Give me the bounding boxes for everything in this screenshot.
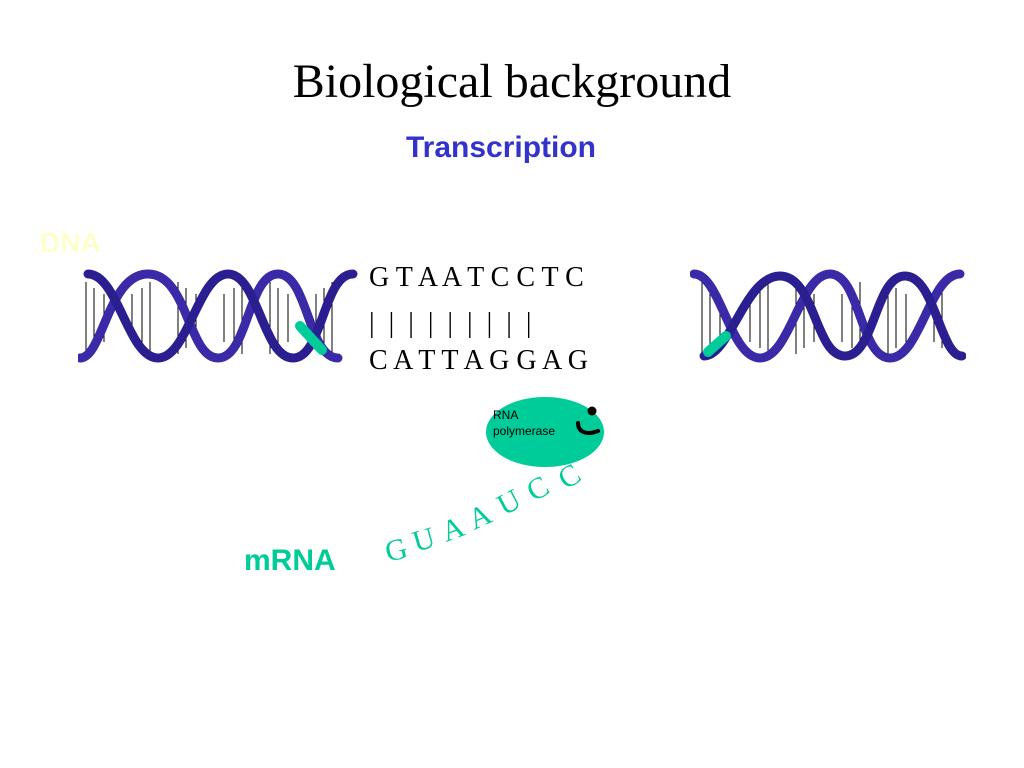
dna-top-strand: G T A A T C C T C (369, 262, 584, 293)
dna-helix-right-icon (690, 269, 966, 363)
mrna-base: A (437, 510, 469, 549)
helix-strand-b (699, 271, 966, 361)
enzyme-face-icon (576, 406, 600, 435)
slide-subtitle: Transcription (405, 131, 597, 164)
mrna-label: mRNA (244, 544, 336, 577)
slide-title: Biological background (292, 55, 732, 108)
helix-tag (703, 331, 731, 357)
dna-base-pair-bonds: | | | | | | | | | (369, 308, 532, 339)
mrna-base: U (409, 521, 439, 559)
dna-bottom-strand: C A T T A G G A G (369, 345, 588, 376)
mrna-base: U (492, 483, 527, 522)
helix-tag (295, 321, 327, 355)
helix-strand-a (690, 269, 965, 363)
mrna-base: C (521, 469, 555, 508)
mrna-base: G (382, 532, 411, 569)
rna-polymerase-label: RNA polymerase (493, 408, 556, 438)
mrna-base: C (552, 460, 586, 496)
mrna-base: A (463, 497, 497, 536)
dna-helix-left-icon (78, 269, 358, 363)
dna-label: DNA (40, 227, 101, 258)
